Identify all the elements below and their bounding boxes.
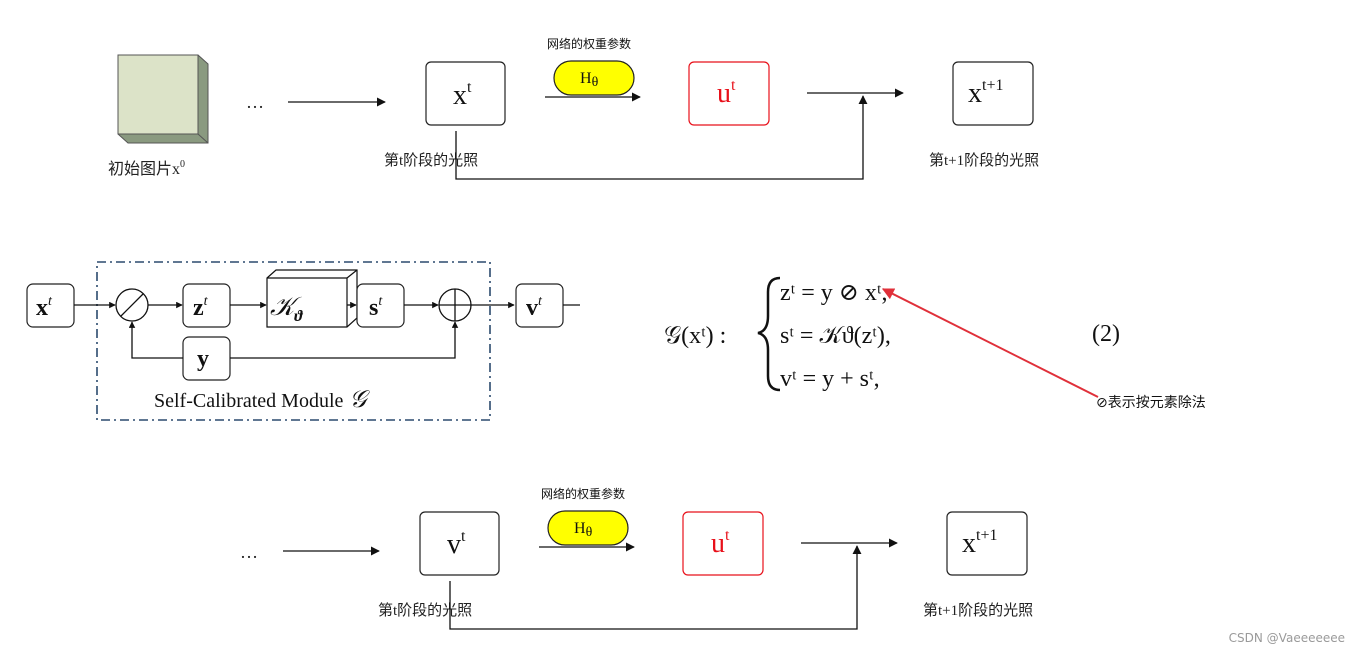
equation-line-1: zᵗ = y ⊘ xᵗ, [780,280,887,306]
top-box-xt1-label: xt+1 [968,77,1003,109]
bottom-box-vt [419,511,500,576]
top-ellipsis: … [246,92,264,112]
annotation-text: ⊘表示按元素除法 [1096,395,1206,411]
bottom-net-label: 网络的权重参数 [541,486,625,501]
top-box-xt1-caption: 第t+1阶段的光照 [929,151,1039,169]
bottom-box-vt-caption: 第t阶段的光照 [378,601,472,619]
module-divide-slash [120,293,144,317]
bottom-ellipsis: … [240,542,258,562]
equation-line-3: vᵗ = y + sᵗ, [780,366,880,392]
bottom-box-xt1 [946,511,1028,576]
bottom-box-xt1-caption: 第t+1阶段的光照 [923,601,1033,619]
bottom-box-xt1-label: xt+1 [962,527,997,559]
bottom-net-ellipse [547,510,629,546]
top-row: 初始图片x0 … xt 第t阶段的光照 网络的权重参数 Hθ ut xt+1 第… [108,36,1039,180]
equation-brace [757,276,781,392]
module-input-label: xt [36,294,53,321]
top-net-ellipse [553,60,635,96]
equation-number: (2) [1092,321,1120,347]
top-box-ut [688,61,770,126]
top-skip-connection [455,95,868,180]
module-v-label: vt [526,294,543,321]
top-box-ut-label: ut [717,77,736,109]
module-s-label: st [369,294,383,321]
top-net-text: Hθ [580,70,599,90]
top-box-xt [425,61,506,126]
watermark: CSDN @Vaeeeeeee [1229,631,1345,645]
top-box-xt1 [952,61,1034,126]
top-box-xt-label: xt [453,79,472,111]
top-box-xt-caption: 第t阶段的光照 [384,151,478,169]
bottom-box-ut [682,511,764,576]
module-y-label: y [197,346,209,372]
input-caption: 初始图片x0 [108,159,185,178]
equation-line-2: sᵗ = 𝒦ϑ(zᵗ), [780,323,891,349]
bottom-row: … vt 第t阶段的光照 网络的权重参数 Hθ ut xt+1 第t+1阶段的光… [240,486,1033,630]
annotation-arrow [881,288,1099,398]
bottom-skip-connection [449,545,862,630]
module-y-to-plus [230,321,459,359]
bottom-box-vt-label: vt [447,528,466,560]
input-image-cube [117,54,209,144]
top-net-label: 网络的权重参数 [547,36,631,51]
equation-lhs: 𝒢(xᵗ) : [664,323,726,349]
module-y-to-divide [128,321,183,359]
equation-block: 𝒢(xᵗ) : zᵗ = y ⊘ xᵗ, sᵗ = 𝒦ϑ(zᵗ), vᵗ = y… [664,276,1206,411]
bottom-net-text: Hθ [574,520,593,540]
bottom-box-ut-label: ut [711,527,730,559]
module-dashed-border [96,261,491,421]
module-z-label: zt [193,294,209,321]
self-calibrated-module: xt zt 𝒦ϑ st vt y [26,261,580,421]
